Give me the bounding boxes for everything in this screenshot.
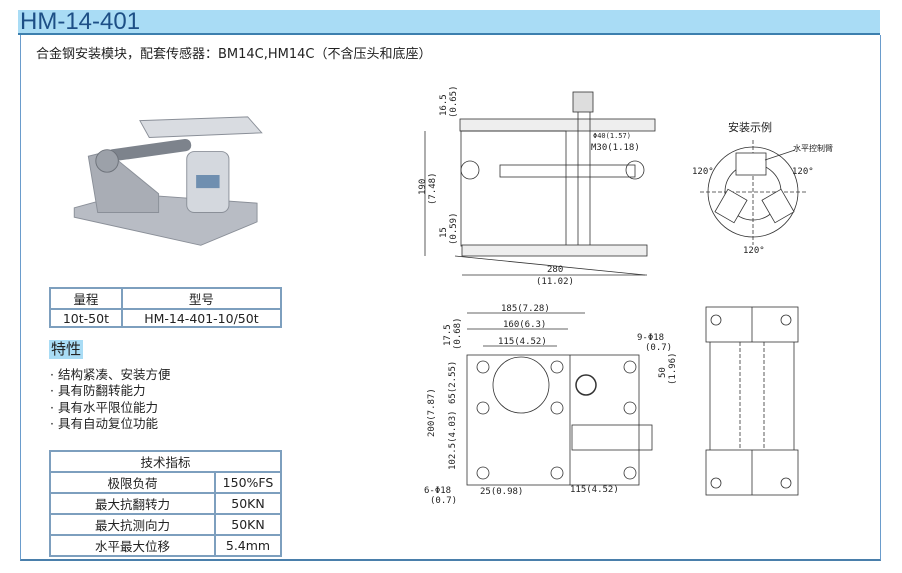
angle-bottom: 120°: [743, 246, 765, 256]
dim-front-d3i: (0.59): [449, 212, 459, 245]
side-view-drawing: [705, 306, 799, 496]
dim-front-d5: Φ40(1.57): [593, 132, 631, 140]
dim-front-d4i: (11.02): [536, 277, 574, 287]
spec-value: 50KN: [214, 513, 282, 536]
spec-label: 水平最大位移: [49, 534, 216, 557]
feature-item: 具有防翻转能力: [50, 383, 170, 399]
content-frame: [20, 35, 881, 561]
dim-top-h4: 102.5(4.03): [448, 410, 458, 470]
spec-heading: 技术指标: [49, 450, 282, 473]
dim-top-h3: 65(2.55): [448, 361, 458, 404]
dim-front-d2i: (7.48): [428, 172, 438, 205]
feature-item: 具有自动复位功能: [50, 416, 170, 432]
cell-range: 10t-50t: [49, 308, 123, 328]
features-list: 结构紧凑、安装方便 具有防翻转能力 具有水平限位能力 具有自动复位功能: [50, 367, 171, 432]
top-view-drawing: 185(7.28) 160(6.3) 115(4.52) 25(0.98) 11…: [424, 304, 678, 506]
features-heading: 特性: [49, 340, 84, 359]
dim-top-h5i: (1.96): [668, 352, 678, 385]
spec-value: 5.4mm: [214, 534, 282, 557]
header-model: 型号: [120, 287, 283, 310]
page-title: HM-14-401: [20, 8, 141, 35]
dim-front-d1i: (0.65): [449, 85, 459, 118]
dim-top-w4: 25(0.98): [480, 487, 523, 497]
dim-top-w3: 115(4.52): [498, 337, 547, 347]
installation-example-drawing: 安装示例 水平控制臂 120° 120° 120°: [692, 120, 833, 256]
feature-item: 具有水平限位能力: [50, 400, 170, 416]
dim-top-holes2: 6-Φ18: [424, 486, 451, 496]
front-view-drawing: 16.5 (0.65) 190 (7.48) 15 (0.59) 280 (11…: [418, 85, 656, 287]
angle-left: 120°: [692, 167, 714, 177]
dim-front-d1: 16.5: [439, 94, 449, 116]
dim-top-w2: 160(6.3): [503, 320, 546, 330]
spec-label: 极限负荷: [49, 471, 216, 494]
angle-right: 120°: [792, 167, 814, 177]
dim-top-holes1: 9-Φ18: [637, 333, 664, 343]
dim-top-h1i: (0.68): [453, 317, 463, 350]
title-bar: HM-14-401: [18, 8, 880, 35]
dim-top-h5: 50: [658, 367, 668, 378]
header-range: 量程: [49, 287, 123, 310]
dim-top-h2: 200(7.87): [427, 388, 437, 437]
example-title: 安装示例: [728, 120, 772, 134]
dim-front-d3: 15: [439, 227, 449, 238]
product-photo: [73, 116, 263, 246]
arm-label: 水平控制臂: [793, 143, 833, 153]
dim-top-holes1i: (0.7): [645, 343, 672, 353]
dim-top-holes2i: (0.7): [430, 496, 457, 506]
spec-value: 150%FS: [214, 471, 282, 494]
dim-top-h1: 17.5: [443, 324, 453, 346]
feature-item: 结构紧凑、安装方便: [50, 367, 171, 383]
spec-label: 最大抗测向力: [49, 513, 216, 536]
spec-value: 50KN: [214, 492, 282, 515]
cell-model: HM-14-401-10/50t: [120, 308, 283, 328]
dim-top-w1: 185(7.28): [501, 304, 550, 314]
spec-label: 最大抗翻转力: [49, 492, 216, 515]
dim-front-d6: M30(1.18): [591, 143, 640, 153]
product-description: 合金钢安装模块，配套传感器：BM14C,HM14C（不含压头和底座）: [36, 47, 432, 62]
dim-front-d2: 190: [418, 179, 428, 195]
dim-top-w5: 115(4.52): [570, 485, 619, 495]
dim-front-d4: 280: [547, 265, 563, 275]
